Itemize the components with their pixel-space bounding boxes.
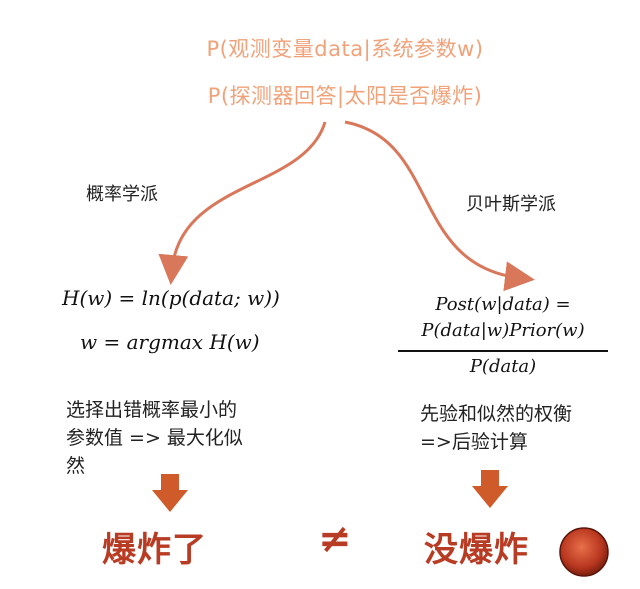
bayesian-desc-line-2: =>后验计算 bbox=[420, 431, 528, 453]
likelihood-formula: H(w) = ln(p(data; w)) bbox=[62, 286, 280, 310]
frequentist-desc-line-2: 参数值 => 最大化似 bbox=[66, 427, 243, 449]
posterior-lhs: Post(w|data) = bbox=[435, 294, 571, 315]
bayesian-label: 贝叶斯学派 bbox=[466, 194, 556, 215]
frequentist-result: 爆炸了 bbox=[102, 530, 207, 570]
posterior-denominator: P(data) bbox=[469, 356, 537, 377]
bayesian-description: 先验和似然的权衡 =>后验计算 bbox=[420, 400, 572, 456]
left-branch-arrow bbox=[158, 121, 327, 285]
posterior-numerator: P(data|w)Prior(w) bbox=[421, 320, 585, 341]
header-line-2: P(探测器回答|太阳是否爆炸) bbox=[207, 84, 483, 108]
right-branch-arrow bbox=[344, 120, 535, 292]
sun-icon bbox=[559, 527, 609, 577]
frequentist-desc-line-1: 选择出错概率最小的 bbox=[66, 399, 238, 421]
down-arrow-icon bbox=[152, 474, 188, 512]
frequentist-desc-line-3: 然 bbox=[66, 455, 86, 477]
frequentist-description: 选择出错概率最小的 参数值 => 最大化似 然 bbox=[66, 396, 243, 480]
argmax-formula: w = argmax H(w) bbox=[80, 330, 260, 354]
down-arrow-icon bbox=[472, 470, 508, 508]
not-equal-symbol: ≠ bbox=[318, 516, 352, 562]
frequentist-label: 概率学派 bbox=[86, 184, 158, 205]
bayesian-desc-line-1: 先验和似然的权衡 bbox=[420, 403, 573, 425]
header-line-1: P(观测变量data|系统参数w) bbox=[206, 37, 484, 61]
bayesian-result: 没爆炸 bbox=[424, 530, 529, 570]
